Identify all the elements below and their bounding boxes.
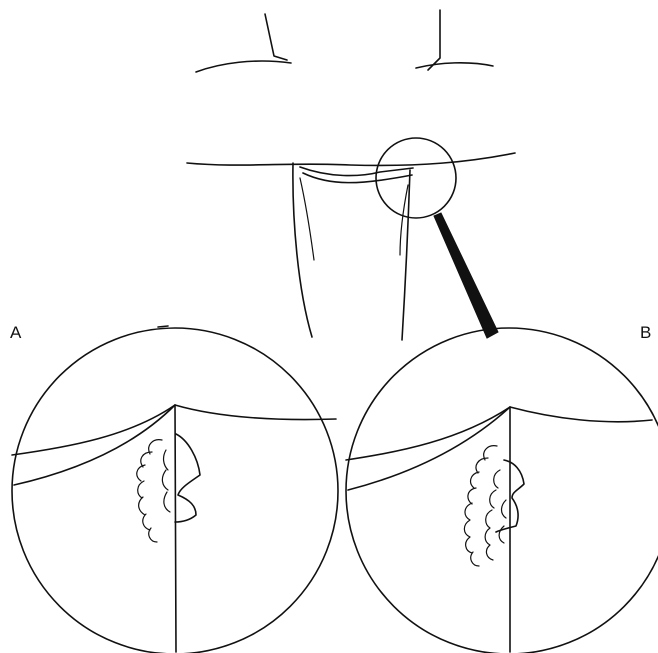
overview-structure — [187, 153, 515, 340]
upper-left-mark — [196, 14, 291, 72]
panel-a-detail — [12, 326, 338, 653]
panel-label-a: A — [10, 323, 21, 343]
upper-right-mark — [416, 10, 493, 70]
panel-label-b: B — [640, 323, 651, 343]
magnifier-callout — [376, 138, 498, 338]
panel-b-detail — [346, 328, 658, 653]
